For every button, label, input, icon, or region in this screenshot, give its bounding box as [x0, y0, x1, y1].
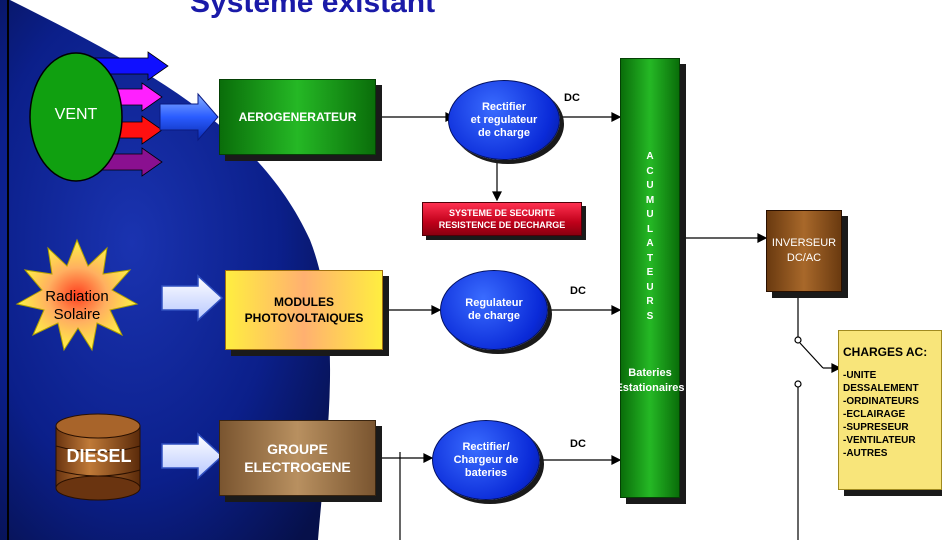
wind-ellipse [29, 52, 123, 182]
battery-letter: U [646, 180, 654, 191]
regulator-ellipse: Regulateur de charge [440, 270, 548, 350]
sun-star [15, 238, 139, 352]
ac-loads-box: CHARGES AC: -UNITE DESSALEMENT -ORDINATEU… [838, 330, 942, 490]
battery-letter: A [646, 151, 654, 162]
battery-letter: U [646, 281, 654, 293]
ac-load-item: -SUPRESEUR [843, 422, 909, 433]
battery-label: Bateries Estationaires [615, 367, 685, 394]
inverter-box: INVERSEUR DC/AC [766, 210, 842, 292]
ac-load-item: -ORDINATEURS [843, 396, 919, 407]
battery-letter: R [646, 296, 654, 307]
wind-to-aero-arrow [159, 92, 219, 142]
ac-load-item: -ECLAIRAGE [843, 409, 906, 420]
ac-loads-heading: CHARGES AC: [843, 345, 928, 359]
rectifier-charger-ellipse: Rectifier/ Chargeur de bateries [432, 420, 540, 500]
rectifier-regulator-ellipse: Rectifier et regulateur de charge [448, 80, 560, 160]
safety-box: SYSTEME DE SECURITE RESISTENCE DE DECHAR… [422, 202, 582, 236]
battery-letter: A [646, 238, 654, 249]
dc-label: DC [570, 438, 586, 450]
dc-label: DC [564, 92, 580, 104]
solar-label: Radiation Solaire [45, 288, 109, 323]
battery-letter: U [646, 209, 654, 220]
battery-letter: T [646, 252, 654, 264]
battery-letter: C [646, 165, 654, 177]
diesel-barrel [55, 413, 141, 501]
connection-lines [376, 112, 842, 540]
diesel-label: DIESEL [66, 446, 132, 466]
wind-label: VENT [54, 106, 98, 123]
ac-loads-list: -UNITE DESSALEMENT -ORDINATEURS -ECLAIRAGE… [843, 369, 941, 460]
genset-box: GROUPE ELECTROGENE [219, 420, 376, 496]
dc-label: DC [570, 285, 586, 297]
battery-column [620, 58, 680, 498]
battery-letter: M [645, 194, 655, 206]
ac-load-item: -AUTRES [843, 448, 888, 459]
battery-letter: E [646, 267, 654, 278]
diesel-to-genset-arrow [161, 432, 224, 480]
battery-letter: L [646, 223, 654, 235]
sun-to-pv-arrow [161, 274, 224, 322]
page-title: Systeme existant [190, 0, 436, 19]
aerogenerator-box: AEROGENERATEUR [219, 79, 376, 155]
pv-modules-box: MODULES PHOTOVOLTAIQUES [225, 270, 383, 350]
battery-letter: S [646, 310, 654, 322]
ac-load-item: -VENTILATEUR [843, 435, 916, 446]
ac-load-item: -UNITE DESSALEMENT [843, 370, 919, 394]
